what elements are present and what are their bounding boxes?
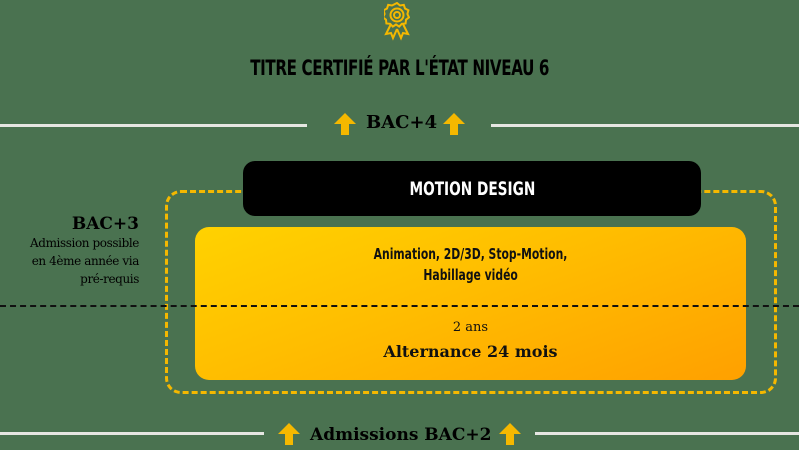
level-label-bac4: BAC+4: [366, 112, 438, 133]
arrow-up-icon: [334, 113, 356, 135]
side-entry-line-1: Admission possible: [30, 236, 139, 250]
divider-line-left: [0, 124, 307, 127]
page-title: TITRE CERTIFIÉ PAR L'ÉTAT NIVEAU 6: [250, 56, 550, 80]
arrow-up-icon: [443, 113, 465, 135]
side-entry-label: BAC+3: [71, 214, 139, 234]
program-details-card: [195, 227, 746, 380]
side-entry-line-3: pré-requis: [80, 272, 139, 286]
courses-line-2: Habillage vidéo: [423, 266, 518, 284]
program-courses: Animation, 2D/3D, Stop-Motion, Habillage…: [195, 244, 746, 286]
program-title-box: MOTION DESIGN: [243, 161, 701, 216]
admissions-label: Admissions BAC+2: [310, 425, 492, 445]
program-title: MOTION DESIGN: [409, 177, 535, 200]
divider-line-left-bottom: [0, 432, 264, 435]
divider-line-right: [491, 124, 799, 127]
side-entry-bac3: BAC+3 Admission possible en 4ème année v…: [30, 214, 139, 288]
side-entry-line-2: en 4ème année via: [31, 254, 140, 268]
arrow-up-icon: [499, 423, 521, 445]
divider-line-right-bottom: [535, 432, 799, 435]
arrow-up-icon: [278, 423, 300, 445]
year-divider-dashed-line: [0, 305, 799, 307]
award-ribbon-icon: [384, 2, 410, 41]
program-format: Alternance 24 mois: [383, 342, 558, 361]
program-duration: 2 ans: [452, 320, 489, 335]
courses-line-1: Animation, 2D/3D, Stop-Motion,: [373, 245, 568, 263]
